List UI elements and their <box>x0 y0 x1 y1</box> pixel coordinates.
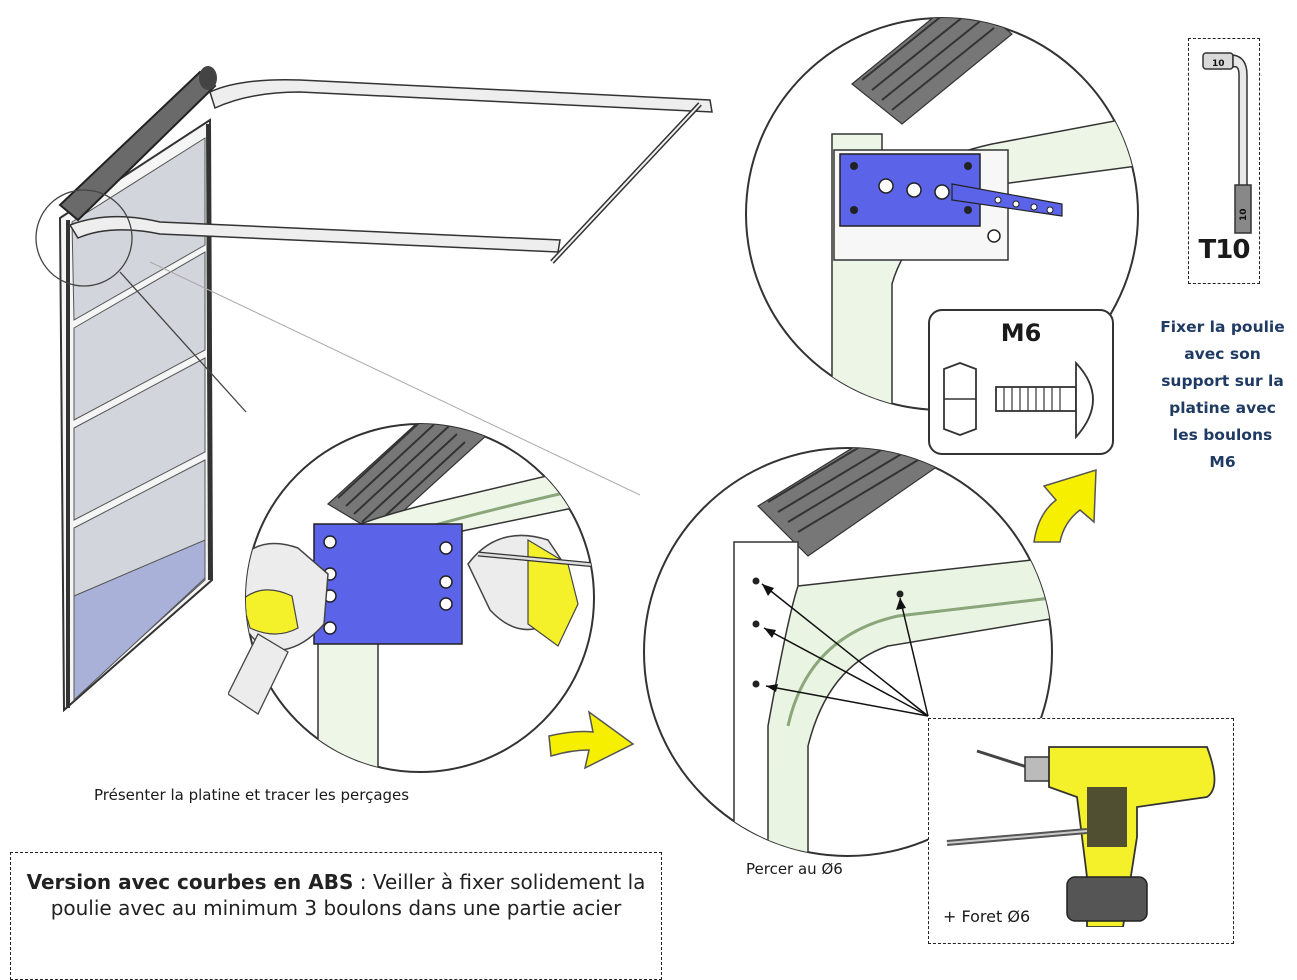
note-text: : Veiller à fixer solidement la poulie a… <box>50 870 646 920</box>
arrow-step1-to-step2 <box>548 710 635 770</box>
drill-icon <box>946 746 1216 927</box>
wrench-icon: 10 10 <box>1202 52 1252 234</box>
t10-label: T10 <box>1198 235 1251 265</box>
step1-caption: Présenter la platine et tracer les perça… <box>94 786 410 804</box>
step3-line: Fixer la poulie <box>1160 318 1285 336</box>
drill-bit-label: + Foret Ø6 <box>943 907 1031 926</box>
abs-version-note: Version avec courbes en ABS : Veiller à … <box>10 852 662 980</box>
m6-bolt-box: M6 <box>928 309 1114 455</box>
step2-caption: Percer au Ø6 <box>746 860 843 878</box>
bolt-icon <box>943 360 1094 440</box>
step3-line: support sur la <box>1161 372 1284 390</box>
hex-marking: 10 <box>1239 208 1249 221</box>
step3-line: platine avec <box>1169 399 1276 417</box>
garage-door-drawing <box>35 66 713 713</box>
step1-detail-circle <box>228 423 595 773</box>
note-bold: Version avec courbes en ABS <box>26 870 354 894</box>
step3-caption: Fixer la poulie avec son support sur la … <box>1150 314 1295 476</box>
step3-line: M6 <box>1209 453 1236 471</box>
step3-line: avec son <box>1184 345 1261 363</box>
step3-line: les boulons <box>1172 426 1273 444</box>
arrow-step2-to-step3 <box>1033 468 1097 543</box>
t10-wrench-box: 10 10 T10 <box>1188 38 1260 284</box>
m6-label: M6 <box>1000 319 1042 347</box>
socket-marking: 10 <box>1212 59 1225 69</box>
drill-box: + Foret Ø6 <box>928 718 1234 944</box>
